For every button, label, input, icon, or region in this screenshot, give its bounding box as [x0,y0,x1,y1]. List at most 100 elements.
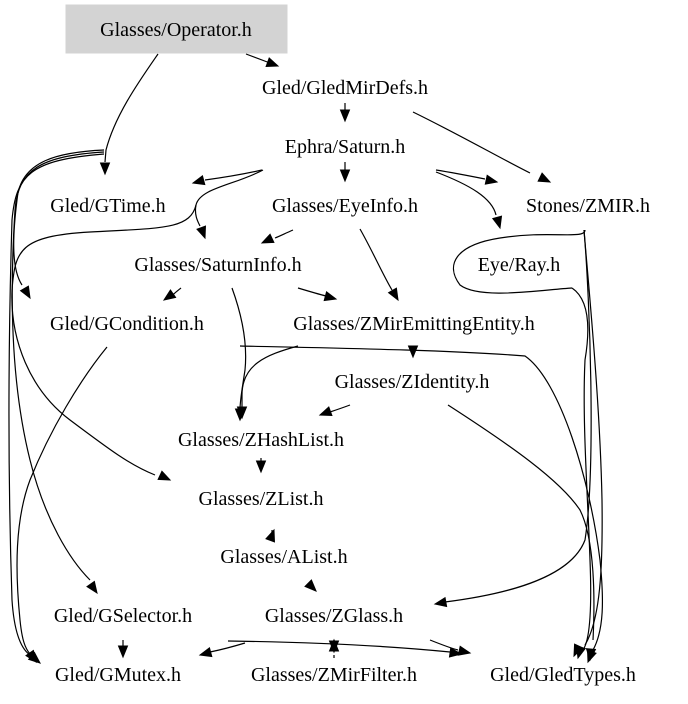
edge-line [11,204,197,476]
edge-line [204,169,263,181]
arrow-head-icon [265,528,275,543]
edge [412,111,552,183]
edge-line [447,404,595,641]
node-gmutex[interactable]: Gled/GMutex.h [55,664,181,686]
node-gselector[interactable]: Gled/GSelector.h [54,605,192,627]
node-zlist[interactable]: Glasses/ZList.h [199,488,324,510]
edge [304,579,317,592]
arrow-head-icon [196,225,206,240]
arrow-head-icon [537,172,552,183]
nodes-layer: Glasses/Operator.h Gled/GledMirDefs.h Ep… [50,4,650,686]
node-zhashlist[interactable]: Glasses/ZHashList.h [178,429,344,451]
arrow-head-icon [328,638,340,652]
node-gcondition[interactable]: Gled/GCondition.h [50,313,204,335]
root-node-background [65,4,288,54]
edge-line [209,642,246,653]
node-zmirfilter[interactable]: Glasses/ZMirFilter.h [251,664,417,686]
node-gledtypes[interactable]: Gled/GledTypes.h [490,664,636,686]
arrow-head-icon [236,406,248,420]
edge-line [104,53,159,163]
arrow-head-icon [19,285,31,300]
node-saturninfo[interactable]: Glasses/SaturnInfo.h [134,254,301,276]
arrow-head-icon [491,215,503,230]
edge-line [435,169,486,180]
arrow-head-icon [265,57,280,67]
edge-line [227,640,451,653]
node-zidentity[interactable]: Glasses/ZIdentity.h [335,371,490,393]
edge-line [329,404,351,413]
edge [339,162,351,183]
arrow-head-icon [433,596,448,608]
edge-line [435,171,497,216]
edge [433,229,592,608]
edge [260,229,294,244]
arrow-head-icon [585,648,597,662]
edge [117,640,129,659]
edge-line [16,346,108,655]
edge-line [429,639,459,651]
arrow-head-icon [260,233,275,244]
node-operator[interactable]: Glasses/Operator.h [100,19,252,41]
edge-line [571,287,592,651]
edge-line [13,149,105,286]
arrow-head-icon [117,645,129,659]
edge [99,53,159,176]
edge-line [412,111,531,174]
edge-line [444,229,592,603]
edge-line [231,287,247,411]
edge-line [241,345,299,410]
edge [245,53,280,67]
edge [231,287,247,422]
edge-line [297,287,327,297]
edge-route-segment [452,229,586,294]
arrow-head-icon [191,174,206,186]
edge [194,169,264,240]
edge-line [583,229,603,646]
arrow-head-icon [457,645,472,656]
edge-line [245,53,271,64]
edge [435,171,503,230]
edge [255,458,267,474]
node-gtime[interactable]: Gled/GTime.h [50,195,165,217]
arrow-head-icon [575,645,587,660]
edge [339,103,351,123]
edge [297,287,338,302]
edge [265,528,275,543]
node-zmiremitting[interactable]: Glasses/ZMirEmittingEntity.h [293,313,534,335]
node-zmir[interactable]: Stones/ZMIR.h [526,195,650,217]
edge-line [359,228,393,291]
edge [447,404,597,662]
arrow-head-icon [304,579,317,592]
node-alist[interactable]: Glasses/AList.h [220,546,347,568]
edge [227,640,463,658]
arrow-head-icon [99,162,111,176]
edge [162,287,182,301]
arrow-head-icon [323,290,338,302]
node-gledmirdefs[interactable]: Gled/GledMirDefs.h [262,77,428,99]
node-saturn[interactable]: Ephra/Saturn.h [285,136,406,158]
arrow-head-icon [318,406,333,416]
edge [11,204,197,481]
edge [571,287,592,660]
arrow-head-icon [157,470,172,481]
node-eyeray[interactable]: Eye/Ray.h [478,254,561,276]
edge [359,228,399,302]
edge [328,638,340,658]
edge [429,639,472,656]
edge [11,151,105,595]
arrow-head-icon [339,109,351,123]
arrow-head-icon [255,460,267,474]
arrow-head-icon [484,174,499,185]
node-zglass[interactable]: Glasses/ZGlass.h [265,605,403,627]
arrow-head-icon [339,169,351,183]
edge-line [8,153,105,656]
edge-line [274,229,294,239]
arrow-head-icon [448,647,463,658]
edge [13,149,105,300]
edge-line [239,345,604,651]
node-eyeinfo[interactable]: Glasses/EyeInfo.h [272,195,418,217]
edge [318,404,351,416]
arrow-head-icon [25,649,37,664]
arrow-head-icon [407,345,419,359]
